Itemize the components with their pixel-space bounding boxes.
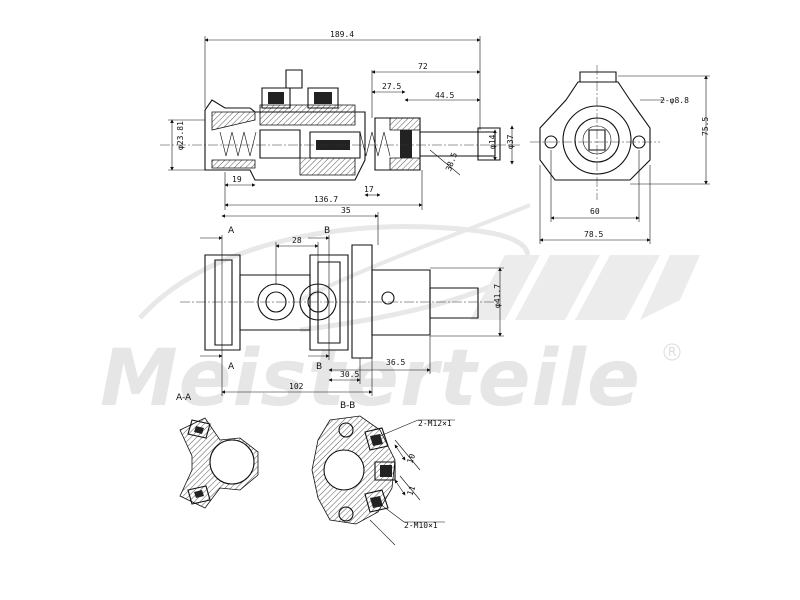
dim-72: 72 [418,62,428,71]
dim-41-7: φ41.7 [493,284,502,308]
section-bb-label: B-B [340,401,355,411]
section-aa-view [179,417,259,509]
section-bb-view [311,415,455,546]
cut-a-bottom: A [228,362,235,372]
cut-a-top: A [228,226,235,236]
plan-view [180,212,504,396]
dim-overall-length: 189.4 [330,30,354,39]
dim-17: 17 [364,185,374,194]
watermark: Meisterteile R [100,203,700,424]
cut-b-top: B [324,226,330,236]
dim-35: 35 [341,206,351,215]
dim-102: 102 [289,382,304,391]
dim-27-5: 27.5 [382,82,401,91]
dim-d37: φ37 [506,134,515,149]
dim-60: 60 [590,207,600,216]
dim-height: 75.5 [701,117,710,136]
watermark-brand: Meisterteile [100,334,641,424]
end-view [530,65,710,244]
section-aa-label: A-A [176,393,192,403]
top-section-view [160,36,520,210]
dim-44-5: 44.5 [435,91,454,100]
dim-11: 11 [405,484,417,496]
dim-36-5: 36.5 [386,358,405,367]
dim-19: 19 [232,175,242,184]
dim-78-5: 78.5 [584,230,603,239]
registered-mark-circle [663,343,681,361]
dim-30-5: 30.5 [340,370,359,379]
cut-b-bottom: B [316,362,322,372]
watermark-registered: R [668,345,676,359]
dim-bore: φ23.81 [176,121,185,150]
dim-10: 10 [405,452,417,464]
dim-m10: 2-M10×1 [404,521,438,530]
dim-thread: 38.5 [444,151,459,172]
dim-d14: φ14 [488,134,497,149]
dim-holes: 2-φ8.8 [660,96,689,105]
watermark-swoosh [138,203,531,333]
dim-m12: 2-M12×1 [418,419,452,428]
watermark-stripes [470,255,700,320]
dim-28: 28 [292,236,302,245]
dim-136-7: 136.7 [314,195,338,204]
